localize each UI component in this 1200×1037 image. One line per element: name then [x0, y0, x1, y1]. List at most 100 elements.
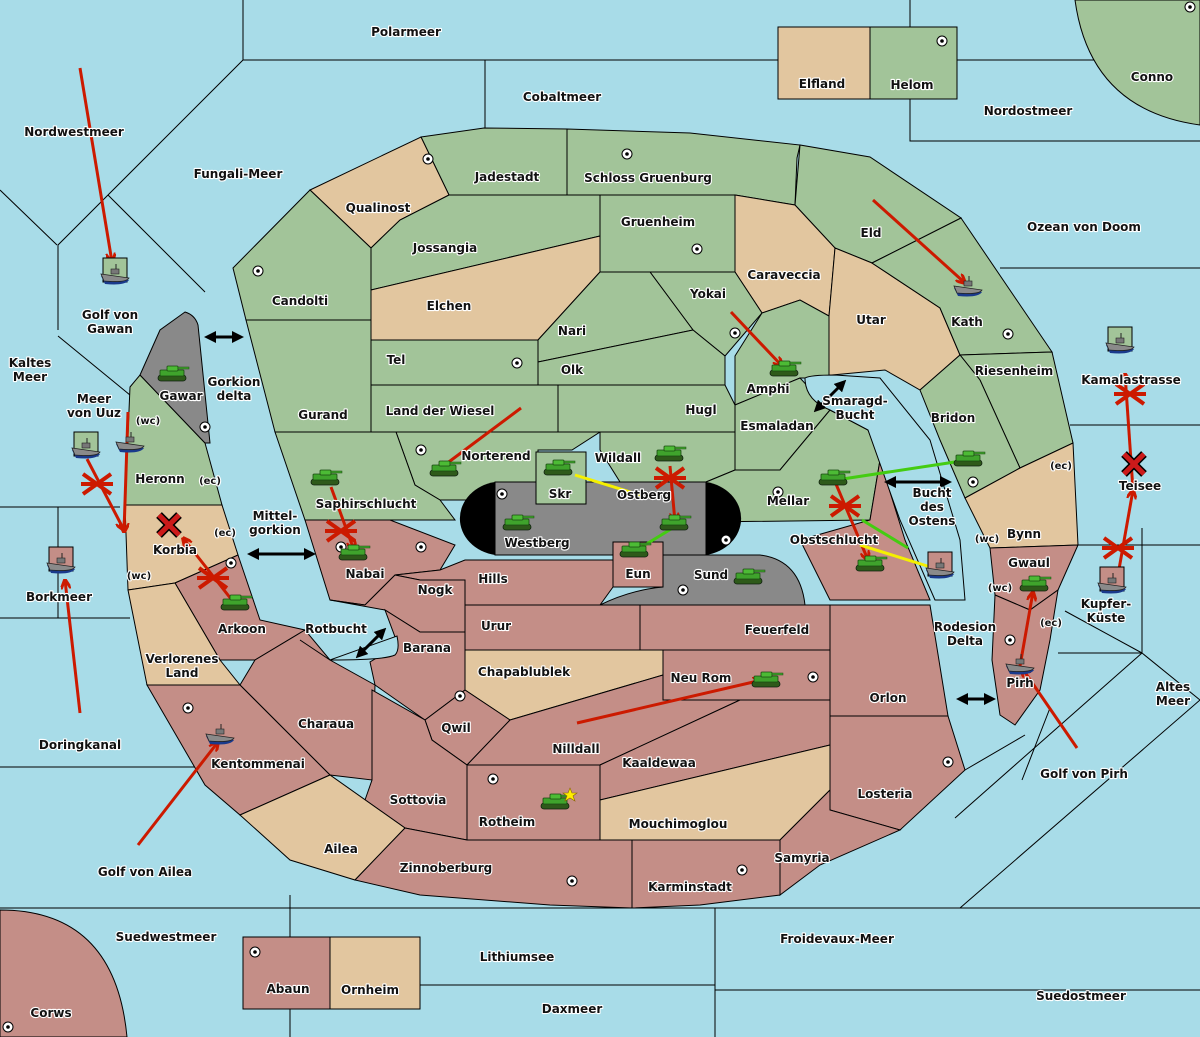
- move-order-arrow: [136, 742, 218, 846]
- territory-schloss-gruenburg[interactable]: [566, 128, 801, 206]
- army-tank-icon[interactable]: [540, 787, 578, 810]
- army-tank-icon[interactable]: [220, 594, 253, 611]
- army-tank-icon[interactable]: [157, 365, 190, 382]
- territory-helom[interactable]: [869, 26, 958, 100]
- territory-ornheim[interactable]: [329, 936, 421, 1010]
- cut-order-marker: [325, 519, 357, 543]
- territory-conno[interactable]: [1074, 0, 1200, 126]
- territory-karminstadt[interactable]: [631, 839, 781, 909]
- sea-label-smaragd-bucht: Smaragd-Bucht: [822, 394, 887, 422]
- territory-label-kaaldewaa: Kaaldewaa: [622, 756, 696, 770]
- territory-label-nabai: Nabai: [346, 567, 385, 581]
- coast-label: (ec): [1040, 618, 1062, 629]
- coast-label: (wc): [136, 416, 160, 427]
- supply-center-icon: [720, 534, 732, 546]
- army-tank-icon[interactable]: [1019, 575, 1052, 592]
- supply-center-icon: [967, 476, 979, 488]
- supply-center-icon: [496, 488, 508, 500]
- fleet-ship-icon[interactable]: [953, 276, 983, 297]
- territory-label-wildall: Wildall: [595, 451, 641, 465]
- move-order-arrow: [183, 538, 237, 605]
- sea-label-nordostmeer: Nordostmeer: [984, 104, 1073, 118]
- supply-center-icon: [691, 243, 703, 255]
- units-layer: [46, 257, 1135, 810]
- fleet-ship-icon[interactable]: [100, 257, 130, 285]
- supply-center-icon: [2, 1021, 14, 1033]
- territory-label-gawar: Gawar: [159, 389, 202, 403]
- territory-label-heronn: Heronn: [135, 472, 184, 486]
- territory-charaua[interactable]: [239, 629, 376, 781]
- coast-label: (ec): [1050, 461, 1072, 472]
- territory-verlorenes-land[interactable]: [127, 582, 242, 686]
- territory-label-chapablublek: Chapablublek: [478, 665, 571, 679]
- army-tank-icon[interactable]: [338, 544, 371, 561]
- coast-label: (ec): [214, 528, 236, 539]
- bay-smaragd-ostens[interactable]: [804, 374, 966, 601]
- supply-center-icon: [677, 584, 689, 596]
- army-tank-icon[interactable]: [769, 360, 802, 377]
- territory-label-gurand: Gurand: [298, 408, 348, 422]
- supply-center-icon: [1184, 1, 1196, 13]
- territory-losteria[interactable]: [829, 715, 966, 831]
- army-tank-icon[interactable]: [654, 445, 687, 462]
- territory-corws[interactable]: [0, 909, 128, 1037]
- territory-label-ailea: Ailea: [324, 842, 358, 856]
- army-tank-icon[interactable]: [659, 514, 692, 531]
- army-tank-icon[interactable]: [502, 514, 535, 531]
- territory-candolti[interactable]: [232, 189, 372, 321]
- territory-label-kentommenai: Kentommenai: [211, 757, 305, 771]
- move-order-arrow: [1022, 668, 1079, 749]
- sea-label-ozean-von-doom: Ozean von Doom: [1027, 220, 1141, 234]
- fleet-ship-icon[interactable]: [46, 546, 76, 574]
- fleet-ship-icon[interactable]: [1097, 566, 1127, 594]
- territory-label-urur: Urur: [481, 619, 511, 633]
- territory-label-hills: Hills: [478, 572, 508, 586]
- territory-label-candolti: Candolti: [272, 294, 328, 308]
- supply-center-icon: [225, 557, 237, 569]
- army-tank-icon[interactable]: [543, 459, 576, 476]
- army-tank-icon[interactable]: [751, 671, 784, 688]
- territory-bynn[interactable]: [964, 442, 1079, 549]
- fleet-ship-icon[interactable]: [1005, 654, 1035, 675]
- army-tank-icon[interactable]: [855, 555, 888, 572]
- supply-center-icon: [422, 153, 434, 165]
- supply-center-icon: [487, 773, 499, 785]
- territory-label-bridon: Bridon: [931, 411, 976, 425]
- territory-gruenheim[interactable]: [599, 194, 736, 273]
- territory-sund[interactable]: [599, 554, 806, 606]
- fleet-ship-icon[interactable]: [115, 432, 145, 453]
- territory-label-jadestadt: Jadestadt: [474, 170, 540, 184]
- territory-label-nari: Nari: [558, 324, 586, 338]
- territory-label-pirh: Pirh: [1006, 676, 1033, 690]
- sea-label-lithiumsee: Lithiumsee: [480, 950, 555, 964]
- army-tank-icon[interactable]: [818, 469, 851, 486]
- sea-label-doringkanal: Doringkanal: [39, 738, 121, 752]
- territory-label-conno: Conno: [1131, 70, 1173, 84]
- sea-label-suedwestmeer: Suedwestmeer: [116, 930, 217, 944]
- supply-center-icon: [182, 702, 194, 714]
- territory-zinnoberburg[interactable]: [354, 827, 633, 909]
- fleet-ship-icon[interactable]: [1105, 326, 1135, 354]
- territory-label-gruenheim: Gruenheim: [621, 215, 695, 229]
- territory-pirh[interactable]: [991, 588, 1059, 726]
- territory-label-sund: Sund: [694, 568, 728, 582]
- territory-label-rotheim: Rotheim: [479, 815, 536, 829]
- army-tank-icon[interactable]: [619, 541, 652, 558]
- adjacency-arrow-icon: [355, 627, 387, 659]
- fleet-ship-icon[interactable]: [205, 724, 235, 745]
- territory-olk[interactable]: [537, 329, 726, 386]
- territory-label-saphirschlucht: Saphirschlucht: [316, 497, 417, 511]
- army-tank-icon[interactable]: [733, 568, 766, 585]
- army-tank-icon[interactable]: [429, 460, 462, 477]
- territory-label-olk: Olk: [561, 363, 584, 377]
- fleet-ship-icon[interactable]: [925, 551, 955, 579]
- supply-center-icon: [566, 875, 578, 887]
- army-tank-icon[interactable]: [953, 450, 986, 467]
- army-tank-icon[interactable]: [310, 469, 343, 486]
- fleet-ship-icon[interactable]: [71, 431, 101, 459]
